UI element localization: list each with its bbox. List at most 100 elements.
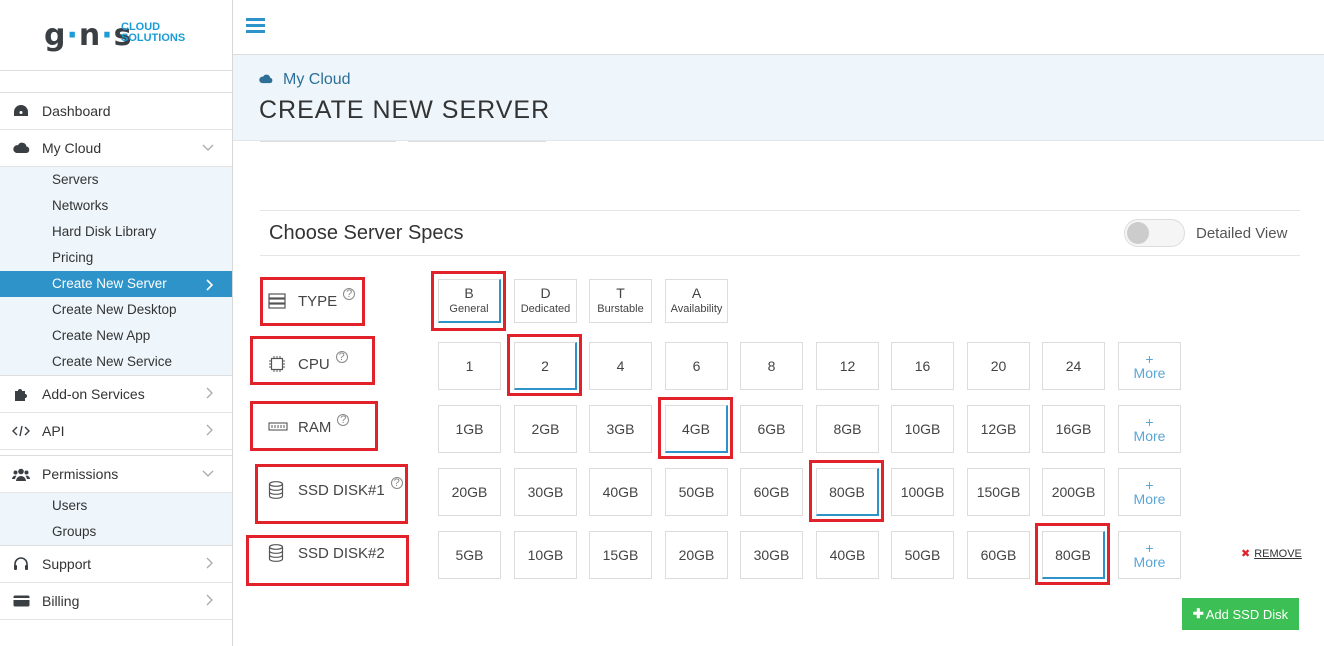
help-icon[interactable]: ?: [335, 351, 348, 363]
disk2-option[interactable]: 10GB: [514, 531, 577, 579]
sidebar-item-api[interactable]: API: [0, 413, 232, 450]
disk2-option[interactable]: 40GB: [816, 531, 879, 579]
disk2-option[interactable]: 80GB: [1042, 531, 1105, 579]
sidebar-label: Add-on Services: [42, 386, 145, 402]
cpu-option[interactable]: 12: [816, 342, 879, 390]
disk2-option[interactable]: 60GB: [967, 531, 1030, 579]
ram-option[interactable]: 4GB: [665, 405, 728, 453]
plus-icon: ✚: [1192, 606, 1204, 621]
ram-option[interactable]: 3GB: [589, 405, 652, 453]
ram-option[interactable]: 1GB: [438, 405, 501, 453]
annotation-box: [250, 401, 378, 451]
ram-option[interactable]: 8GB: [816, 405, 879, 453]
sidebar-label: Support: [42, 556, 92, 572]
cpu-option[interactable]: 1: [438, 342, 501, 390]
breadcrumb-label: My Cloud: [283, 71, 351, 88]
disk2-option[interactable]: 5GB: [438, 531, 501, 579]
plus-icon: +: [1145, 414, 1154, 430]
sidebar: g·n·s CLOUD SOLUTIONS Dashboard My Cloud…: [0, 0, 233, 646]
disk1-option[interactable]: 150GB: [967, 468, 1030, 516]
tab-stub: [260, 140, 396, 142]
puzzle-icon: [0, 387, 42, 402]
plus-icon: +: [1145, 351, 1154, 367]
disk1-option[interactable]: 30GB: [514, 468, 577, 516]
ram-more-button[interactable]: +More: [1118, 405, 1181, 453]
disk1-option[interactable]: 20GB: [438, 468, 501, 516]
help-icon[interactable]: ?: [337, 414, 350, 426]
type-option-letter: A: [691, 285, 702, 301]
sidebar-item-pricing[interactable]: Pricing: [52, 250, 94, 265]
detailed-view-toggle[interactable]: [1124, 219, 1185, 247]
disk2-option[interactable]: 30GB: [740, 531, 803, 579]
sidebar-item-addon-services[interactable]: Add-on Services: [0, 376, 232, 413]
cpu-option[interactable]: 20: [967, 342, 1030, 390]
section-title: Choose Server Specs: [269, 222, 464, 244]
sidebar-item-hard-disk-library[interactable]: Hard Disk Library: [52, 224, 157, 239]
ram-option[interactable]: 16GB: [1042, 405, 1105, 453]
annotation-box: [507, 334, 582, 396]
sidebar-item-create-new-service[interactable]: Create New Service: [52, 354, 173, 369]
sidebar-label: Dashboard: [42, 103, 111, 119]
page-title: CREATE NEW SERVER: [259, 96, 551, 124]
sidebar-item-support[interactable]: Support: [0, 546, 232, 583]
more-label: More: [1133, 491, 1166, 507]
breadcrumb[interactable]: My Cloud: [259, 71, 351, 89]
sidebar-item-users[interactable]: Users: [52, 498, 88, 513]
annotation-box: [250, 336, 375, 385]
hamburger-menu-icon[interactable]: [246, 18, 265, 36]
logo[interactable]: g·n·s CLOUD SOLUTIONS: [0, 0, 232, 71]
sidebar-label: Billing: [42, 593, 80, 609]
cpu-option[interactable]: 4: [589, 342, 652, 390]
disk1-option[interactable]: 100GB: [891, 468, 954, 516]
disk1-option[interactable]: 80GB: [816, 468, 879, 516]
cpu-option[interactable]: 8: [740, 342, 803, 390]
sidebar-item-servers[interactable]: Servers: [52, 172, 99, 187]
sidebar-item-networks[interactable]: Networks: [52, 198, 109, 213]
ram-label: RAM ?: [268, 412, 350, 442]
ram-option[interactable]: 6GB: [740, 405, 803, 453]
sidebar-item-dashboard[interactable]: Dashboard: [0, 93, 232, 130]
sidebar-item-create-new-server[interactable]: Create New Server: [0, 271, 232, 297]
type-option-name: General: [449, 302, 489, 315]
tab-stub: [408, 140, 546, 142]
disk1-option[interactable]: 200GB: [1042, 468, 1105, 516]
sidebar-item-my-cloud[interactable]: My Cloud: [0, 130, 232, 167]
ram-option[interactable]: 10GB: [891, 405, 954, 453]
disk1-option[interactable]: 40GB: [589, 468, 652, 516]
sidebar-item-billing[interactable]: Billing: [0, 583, 232, 620]
ram-option[interactable]: 2GB: [514, 405, 577, 453]
cpu-option[interactable]: 6: [665, 342, 728, 390]
type-option-name: Burstable: [597, 303, 644, 315]
dashboard-icon: [0, 104, 42, 118]
sidebar-item-permissions[interactable]: Permissions: [0, 456, 232, 493]
toggle-knob: [1127, 222, 1149, 244]
permissions-submenu: Users Groups: [0, 493, 232, 546]
cpu-more-button[interactable]: +More: [1118, 342, 1181, 390]
help-icon[interactable]: ?: [343, 288, 356, 300]
help-icon[interactable]: ?: [390, 477, 403, 489]
disk1-option[interactable]: 50GB: [665, 468, 728, 516]
row-label-text: SSD DISK#1: [298, 481, 385, 499]
row-label-text: CPU: [298, 355, 330, 373]
disk1-more-button[interactable]: +More: [1118, 468, 1181, 516]
add-ssd-disk-button[interactable]: ✚Add SSD Disk: [1182, 598, 1299, 630]
disk2-more-button[interactable]: +More: [1118, 531, 1181, 579]
disk2-option[interactable]: 15GB: [589, 531, 652, 579]
sidebar-item-create-new-app[interactable]: Create New App: [52, 328, 151, 343]
sidebar-item-create-new-desktop[interactable]: Create New Desktop: [52, 302, 177, 317]
cpu-option[interactable]: 16: [891, 342, 954, 390]
cpu-option[interactable]: 2: [514, 342, 577, 390]
disk1-option[interactable]: 60GB: [740, 468, 803, 516]
add-ssd-disk-label: Add SSD Disk: [1205, 606, 1289, 622]
cpu-option[interactable]: 24: [1042, 342, 1105, 390]
sidebar-item-groups[interactable]: Groups: [52, 524, 97, 539]
disk2-option[interactable]: 20GB: [665, 531, 728, 579]
remove-disk-link[interactable]: ✖REMOVE: [1241, 547, 1302, 560]
disk2-option[interactable]: 50GB: [891, 531, 954, 579]
ram-option[interactable]: 12GB: [967, 405, 1030, 453]
more-label: More: [1133, 365, 1166, 381]
